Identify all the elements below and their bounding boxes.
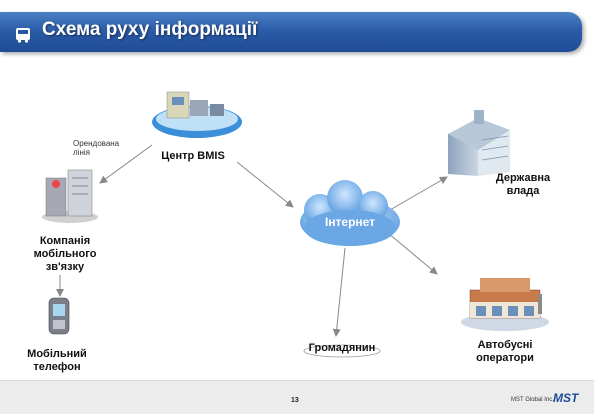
- arrow-internet-to-bus-operators: [387, 232, 438, 275]
- arrow-internet-to-citizen: [332, 247, 346, 337]
- diagram-canvas: [42, 91, 549, 358]
- arrow-internet-to-government: [389, 176, 448, 211]
- page-title: Схема руху інформації: [42, 19, 258, 40]
- footer-logo: MST: [553, 391, 579, 405]
- leased-line-label: Орендована лінія: [73, 139, 120, 157]
- arrow-bmis-to-mobile-company: [99, 144, 153, 184]
- bus-icon: [16, 28, 30, 43]
- bus-operators-label: Автобусні оператори: [476, 339, 534, 364]
- government-building-icon: [448, 110, 510, 176]
- bmis-center-icon: [152, 91, 242, 138]
- internet-cloud-icon: [300, 180, 400, 246]
- mobile-phone-icon: [48, 297, 70, 335]
- footer-bar: [0, 380, 594, 414]
- mobile-phone-label: Мобільний телефон: [27, 348, 87, 373]
- internet-label: Інтернет: [324, 215, 376, 229]
- government-label: Державна влада: [495, 172, 551, 197]
- bus-depot-icon: [461, 278, 549, 331]
- mobile-company-label: Компанія мобільного зв'язку: [33, 235, 97, 273]
- title-bar: [0, 12, 582, 52]
- footer-company-name: MST Global Inc.: [511, 397, 554, 403]
- citizen-label: Громадянин: [308, 342, 376, 354]
- citizen-underline: [303, 344, 381, 358]
- page-number: 13: [291, 397, 299, 404]
- bmis-center-label: Центр BMIS: [161, 150, 225, 162]
- arrow-bmis-to-internet: [236, 161, 294, 208]
- mobile-company-icon: [42, 169, 98, 223]
